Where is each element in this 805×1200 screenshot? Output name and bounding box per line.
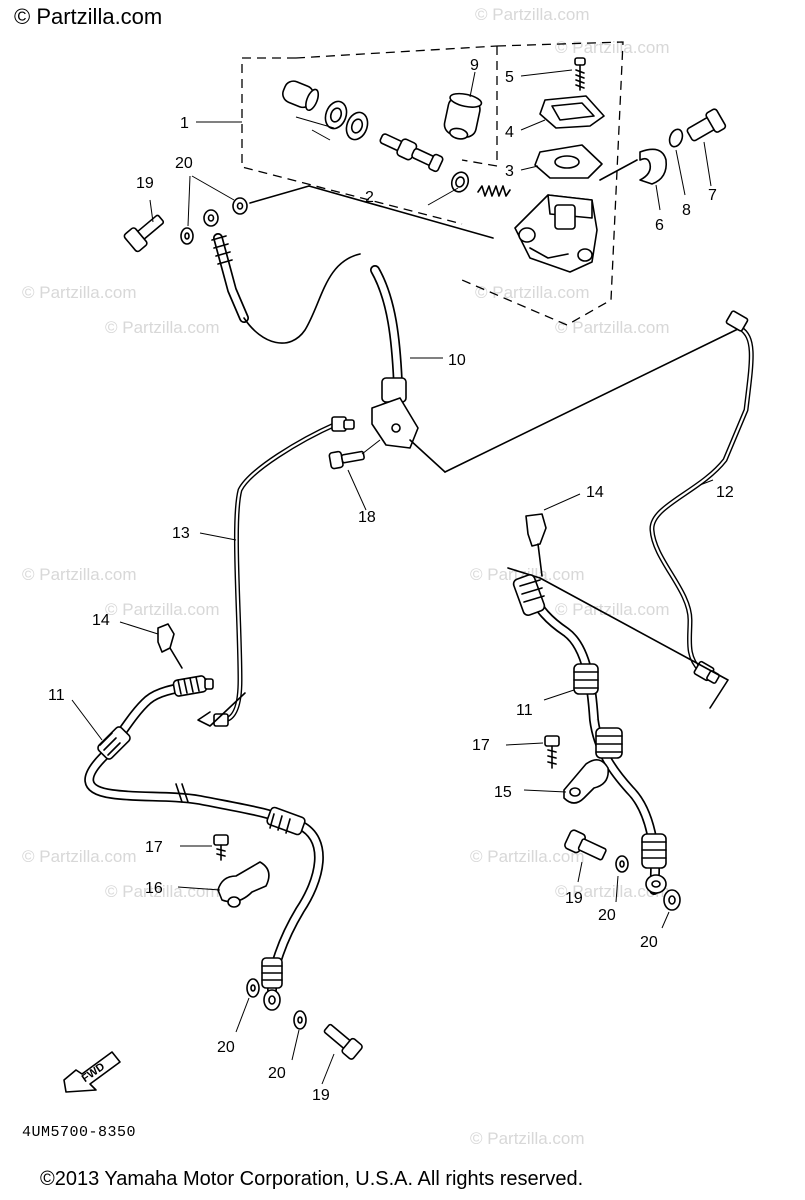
left-bracket-16 (177, 834, 270, 908)
watermark-text: © Partzilla.com (22, 847, 137, 866)
callout-9: 9 (470, 57, 479, 74)
lower-left-hardware (235, 978, 363, 1085)
callout-14-right: 14 (586, 484, 604, 501)
callout-3: 3 (505, 163, 514, 180)
watermark-text: © Partzilla.com (470, 847, 585, 866)
watermark-text: © Partzilla.com (105, 882, 220, 901)
watermark-text: © Partzilla.com (105, 600, 220, 619)
watermark-text: © Partzilla.com (475, 283, 590, 302)
lower-right-hardware (564, 829, 681, 929)
callout-11-left: 11 (48, 687, 65, 704)
right-hose-11 (512, 493, 667, 895)
callout-12: 12 (716, 484, 734, 501)
callout-5: 5 (505, 69, 514, 86)
diagram-code: 4UM5700-8350 (22, 1124, 137, 1141)
watermark-text: © Partzilla.com (555, 318, 670, 337)
callout-18: 18 (358, 509, 376, 526)
watermark-text: © Partzilla.com (22, 565, 137, 584)
watermark-text: © Partzilla.com (470, 1129, 585, 1148)
upper-hose-group (123, 175, 494, 344)
callout-19-right: 19 (565, 890, 583, 907)
left-hose-11 (71, 621, 324, 1011)
watermark-text: © Partzilla.com (105, 318, 220, 337)
callout-13: 13 (172, 525, 190, 542)
callout-17-left: 17 (145, 839, 163, 856)
callout-6: 6 (655, 217, 664, 234)
callout-20-right-b: 20 (640, 934, 658, 951)
watermark-text: © Partzilla.com (555, 38, 670, 57)
watermark-text: © Partzilla.com (555, 882, 670, 901)
callout-20-right-a: 20 (598, 907, 616, 924)
master-cylinder-assembly (196, 41, 727, 326)
callout-20-left-b: 20 (268, 1065, 286, 1082)
watermark-text: © Partzilla.com (22, 283, 137, 302)
callout-4: 4 (505, 124, 514, 141)
fwd-arrow-icon: FWD (63, 1051, 121, 1093)
callout-15: 15 (494, 784, 512, 801)
watermark-text: © Partzilla.com (475, 5, 590, 24)
hose-10-and-joint (328, 265, 741, 511)
callout-2: 2 (365, 189, 374, 206)
callout-10: 10 (448, 352, 466, 369)
callout-17-right: 17 (472, 737, 490, 754)
callout-14-left: 14 (92, 612, 110, 629)
callout-20-top: 20 (175, 155, 193, 172)
callout-19-bottom: 19 (312, 1087, 330, 1104)
watermark-text: © Partzilla.com (555, 600, 670, 619)
callout-20-left-a: 20 (217, 1039, 235, 1056)
callout-1: 1 (180, 115, 189, 132)
brand-label: © Partzilla.com (14, 4, 163, 29)
callout-19-top: 19 (136, 175, 154, 192)
callout-labels: 1 2 3 4 5 6 7 8 9 10 11 11 12 13 14 14 1… (48, 57, 734, 1104)
callout-7: 7 (708, 187, 717, 204)
copyright-notice: ©2013 Yamaha Motor Corporation, U.S.A. A… (40, 1168, 584, 1190)
callout-11-right: 11 (516, 702, 533, 719)
right-bracket-15 (505, 735, 610, 804)
callout-16: 16 (145, 880, 163, 897)
callout-8: 8 (682, 202, 691, 219)
brake-pipe-12 (507, 310, 754, 709)
brake-pipe-13 (197, 416, 355, 727)
